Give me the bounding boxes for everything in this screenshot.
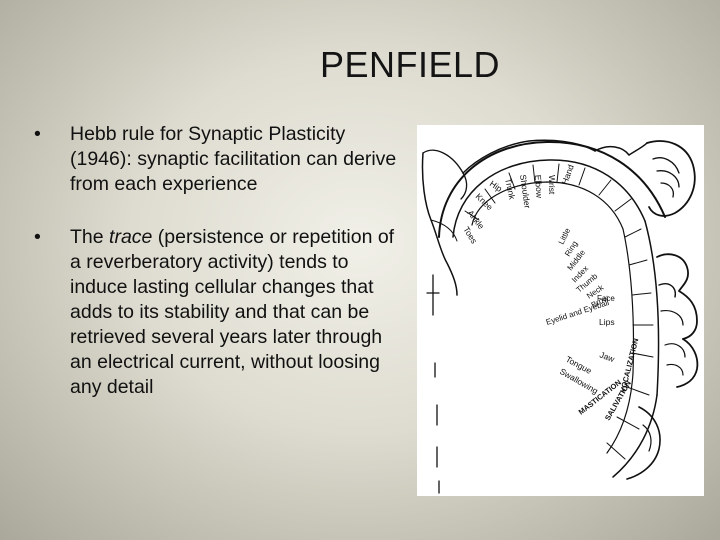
bullet-dot: •: [34, 123, 41, 145]
slide-title: PENFIELD: [0, 44, 720, 86]
label-wrist: Wrist: [547, 175, 557, 195]
motor-homunculus-figure: Toes Ankle Knee Hip Trunk Shoulder Elbow…: [417, 125, 704, 496]
label-face: Face: [597, 294, 615, 303]
label-elbow: Elbow: [533, 174, 545, 199]
bullet-text-before: The: [70, 226, 110, 248]
bullet-item: • Hebb rule for Synaptic Plasticity (194…: [34, 122, 406, 197]
slide-title-text: PENFIELD: [319, 44, 501, 85]
label-trunk: Trunk: [503, 177, 517, 201]
bullet-list: • Hebb rule for Synaptic Plasticity (194…: [34, 122, 406, 400]
bullet-emphasis: trace: [109, 226, 153, 248]
label-shoulder: Shoulder: [518, 174, 533, 209]
homunculus-drawing: Toes Ankle Knee Hip Trunk Shoulder Elbow…: [421, 139, 699, 494]
label-hand: Hand: [559, 163, 575, 186]
bullet-dot: •: [34, 226, 41, 248]
bullet-text: Hebb rule for Synaptic Plasticity (1946)…: [70, 123, 397, 195]
bullet-text-after: (persistence or repetition of a reverber…: [70, 226, 395, 398]
label-knee: Knee: [474, 191, 495, 212]
bullet-item: • The trace (persistence or repetition o…: [34, 225, 406, 400]
label-jaw: Jaw: [598, 349, 616, 364]
label-lips: Lips: [599, 317, 615, 327]
